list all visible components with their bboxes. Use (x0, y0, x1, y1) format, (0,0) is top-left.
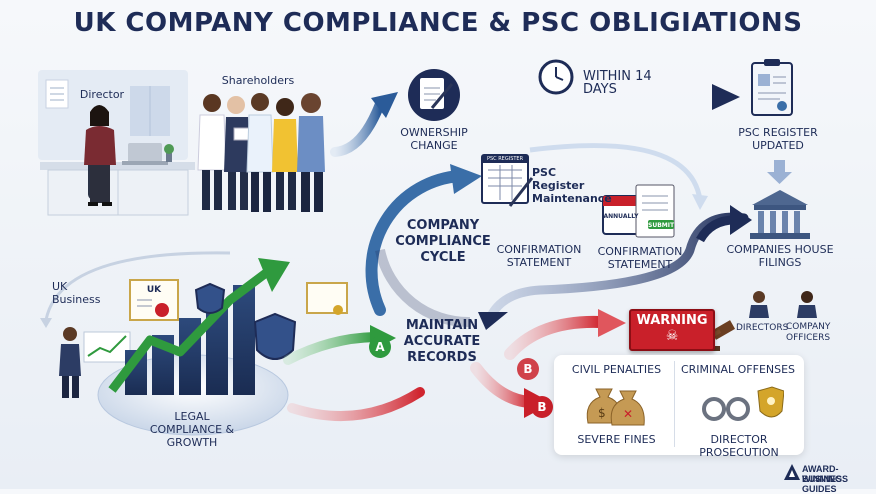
svg-text:$: $ (598, 406, 606, 420)
brand-logo: AWARD-WINNING BUSINESS GUIDES (784, 462, 874, 494)
legal-compliance-label: LEGAL COMPLIANCE & GROWTH (149, 410, 235, 449)
psc-doc-text: PSC REGISTER (486, 156, 524, 162)
confirmation-statement-left-label: CONFIRMATION STATEMENT (496, 243, 582, 269)
criminal-offenses-label: CRIMINAL OFFENSES (680, 363, 796, 376)
badge-b-upper: B (517, 358, 539, 380)
arrow-to-ownership (330, 99, 385, 157)
confirmation-statement-right-label: CONFIRMATION STATEMENT (597, 245, 683, 271)
civil-penalties-label: CIVIL PENALTIES (571, 363, 662, 376)
uk-certificate-label: UK (146, 285, 162, 295)
severe-fines-label: SEVERE FINES (577, 433, 656, 446)
building-icon (750, 190, 810, 239)
uk-business-label: UK Business (52, 280, 101, 306)
penalties-panel: CIVIL PENALTIES CRIMINAL OFFENSES $ ✕ SE… (554, 355, 804, 459)
shareholders-label: Shareholders (221, 74, 295, 87)
annually-text: ANNUALLY (603, 213, 639, 220)
page-title: UK COMPANY COMPLIANCE & PSC OBLIGIATIONS (73, 8, 803, 38)
ownership-change-label: OWNERSHIP CHANGE (400, 126, 468, 152)
office-scene (38, 70, 195, 216)
submit-text: SUBMIT (648, 222, 675, 229)
logo-icon (784, 464, 800, 480)
psc-maintenance-label: PSC Register Maintenance (532, 166, 612, 205)
logo-line1: AWARD-WINNING (802, 464, 842, 484)
companies-house-filings-label: COMPANIES HOUSE FILINGS (726, 243, 834, 269)
director-label: Director (79, 88, 125, 101)
company-officers-label: COMPANY OFFICERS (786, 322, 831, 343)
warning-sign-icon: WARNING ☠ (629, 309, 715, 351)
psc-register-updated-label: PSC REGISTER UPDATED (738, 126, 818, 152)
warning-text: WARNING (636, 313, 708, 328)
shareholders-group (197, 93, 325, 212)
maintain-records-label: MAINTAIN ACCURATE RECORDS (403, 318, 481, 365)
money-bag-icon: $ ✕ (586, 388, 645, 426)
handcuffs-icon (702, 386, 784, 421)
compliant-doc-text: COMPLIANT (419, 74, 449, 80)
badge-b-lower: B (531, 396, 553, 418)
compliance-cycle-label: COMPANY COMPLIANCE CYCLE (395, 218, 491, 265)
growth-chart (97, 258, 297, 436)
skull-icon: ☠ (665, 328, 679, 344)
svg-text:✕: ✕ (623, 407, 633, 421)
badge-a: A (369, 336, 391, 358)
directors-label: DIRECTORS (736, 323, 789, 333)
within-14-days-label: WITHIN 14 DAYS (583, 69, 652, 97)
certificate (129, 279, 179, 321)
logo-line2: BUSINESS GUIDES (802, 474, 849, 494)
director-prosecution-label: DIRECTOR PROSECUTION (699, 433, 779, 459)
